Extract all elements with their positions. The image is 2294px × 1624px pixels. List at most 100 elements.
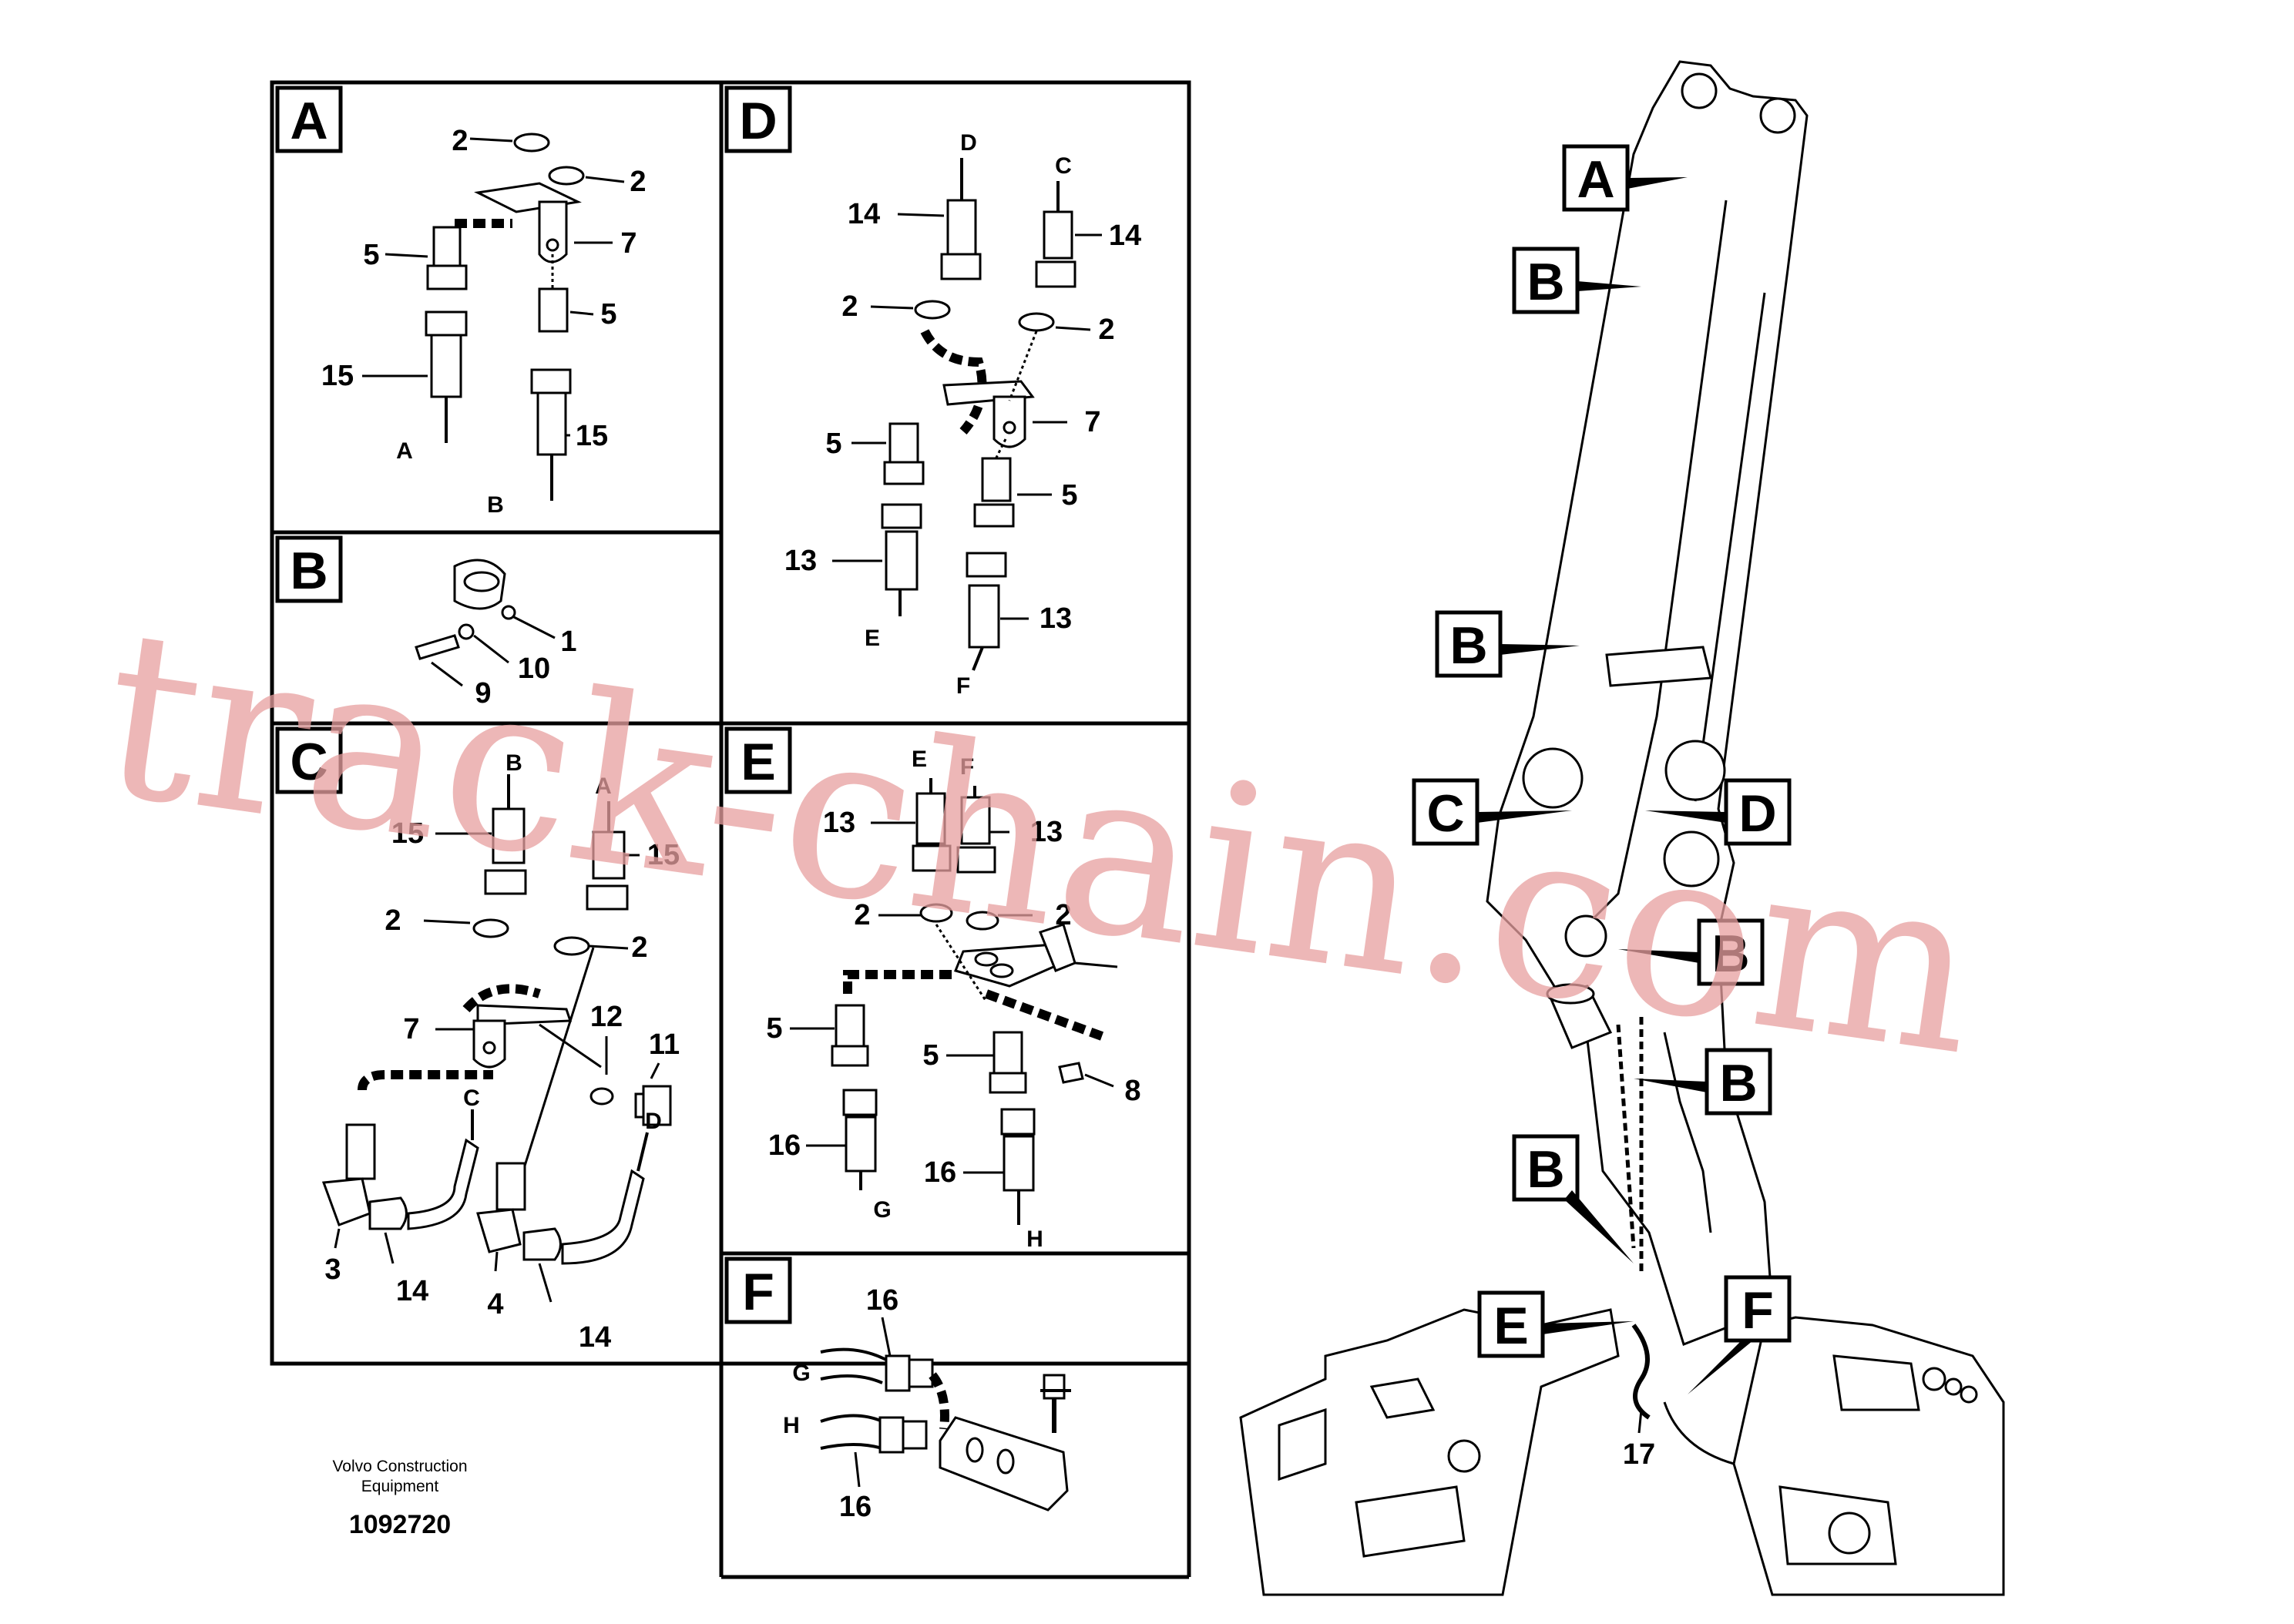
callout-A-5b: 5 <box>600 298 616 331</box>
overview-tag-A: A <box>1562 144 1688 212</box>
callout-A-15a: 15 <box>321 360 354 392</box>
callout-D-5b: 5 <box>1061 479 1077 512</box>
overview-tag-F: F <box>1688 1275 1792 1394</box>
callout-C-2b: 2 <box>631 931 647 964</box>
panel-D-callouts <box>832 213 1102 620</box>
callout-D-13b: 13 <box>1040 602 1072 635</box>
callout-D-13a: 13 <box>784 545 817 577</box>
excavator-boom-drawing <box>1239 60 2005 1596</box>
callout-C-15b: 15 <box>647 839 680 871</box>
panel-label-C-text: C <box>290 733 327 791</box>
panel-label-F-text: F <box>742 1263 774 1321</box>
callout-overview-17: 17 <box>1623 1438 1655 1471</box>
callout-D-2a: 2 <box>841 290 858 323</box>
callout-E-13a: 13 <box>823 807 855 839</box>
overview-tag-D: D <box>1645 778 1792 846</box>
end-E-E: E <box>912 747 927 772</box>
overview-tag-B5-text: B <box>1527 1140 1564 1199</box>
overview-tag-B4-text: B <box>1719 1054 1757 1112</box>
panel-label-B: B <box>275 535 343 603</box>
overview-tag-C: C <box>1412 778 1572 846</box>
overview-tag-B3-text: B <box>1711 924 1749 983</box>
panel-C-callouts <box>334 832 660 1303</box>
panel-F-drawing <box>820 1347 1071 1512</box>
end-C-C: C <box>463 1085 480 1111</box>
overview-tag-E-text: E <box>1493 1297 1528 1355</box>
overview-tag-E: E <box>1477 1290 1634 1358</box>
overview-tag-B1-text: B <box>1527 253 1564 311</box>
panel-E-drawing <box>831 778 1104 1225</box>
callout-A-5a: 5 <box>363 239 379 271</box>
callout-C-11: 11 <box>649 1028 680 1061</box>
overview-tag-B2: B <box>1435 610 1580 678</box>
end-D-C: C <box>1055 153 1072 179</box>
callout-E-2a: 2 <box>854 899 870 931</box>
overview-tag-B3: B <box>1618 918 1765 986</box>
callout-D-14b: 14 <box>1109 220 1141 252</box>
end-C-D: D <box>645 1109 662 1134</box>
panel-B-drawing <box>415 559 556 687</box>
callout-B-10: 10 <box>518 653 550 685</box>
callout-C-15a: 15 <box>391 817 424 850</box>
end-C-B: B <box>505 750 522 776</box>
end-E-G: G <box>873 1197 891 1223</box>
panel-label-D: D <box>724 86 792 153</box>
overview-tag-B2-text: B <box>1449 616 1487 675</box>
end-D-D: D <box>960 130 977 156</box>
overview-tag-C-text: C <box>1426 784 1464 843</box>
callout-A-2a: 2 <box>452 125 468 157</box>
callout-A-2b: 2 <box>630 166 646 198</box>
callout-E-16b: 16 <box>924 1156 956 1189</box>
callout-B-1: 1 <box>560 626 576 658</box>
end-D-F: F <box>956 673 970 699</box>
panel-label-A: A <box>275 86 343 153</box>
overview-tag-F-text: F <box>1741 1281 1774 1340</box>
overview-tag-B4: B <box>1634 1048 1772 1116</box>
callout-D-2b: 2 <box>1098 314 1114 346</box>
callout-E-5b: 5 <box>922 1039 939 1072</box>
credit-line-2: Equipment <box>361 1478 439 1495</box>
end-E-H: H <box>1026 1226 1043 1252</box>
overview-tag-D-text: D <box>1738 784 1776 843</box>
panel-label-A-text: A <box>290 92 327 150</box>
panel-D-drawing <box>881 158 1076 671</box>
panel-label-B-text: B <box>290 542 327 600</box>
panel-A-drawing <box>425 133 585 501</box>
callout-C-3: 3 <box>324 1253 341 1286</box>
end-F-H: H <box>783 1413 800 1438</box>
callout-A-7: 7 <box>620 227 636 260</box>
callout-C-2a: 2 <box>385 904 401 937</box>
end-E-F: F <box>960 754 974 780</box>
callout-E-16a: 16 <box>768 1129 801 1162</box>
panel-E-callouts <box>790 821 1118 1174</box>
overview-tag-A-text: A <box>1577 150 1614 209</box>
credit-line-1: Volvo Construction <box>332 1458 467 1475</box>
end-F-G: G <box>792 1361 810 1386</box>
callout-C-7: 7 <box>403 1013 419 1045</box>
callout-D-5a: 5 <box>825 428 841 460</box>
callout-C-14a: 14 <box>396 1275 428 1307</box>
callout-C-12: 12 <box>590 1001 623 1033</box>
callout-D-7: 7 <box>1084 406 1100 438</box>
panel-F-callouts <box>854 1317 892 1488</box>
end-D-E: E <box>865 626 880 651</box>
overview-tag-B1: B <box>1512 247 1641 314</box>
callout-E-5a: 5 <box>766 1012 782 1045</box>
panel-label-E: E <box>724 726 792 794</box>
panel-label-C: C <box>275 726 343 794</box>
callout-C-14b: 14 <box>579 1321 611 1354</box>
callout-E-13b: 13 <box>1030 816 1063 848</box>
end-C-A: A <box>595 773 612 799</box>
callout-B-9: 9 <box>475 677 491 710</box>
callout-D-14a: 14 <box>848 198 880 230</box>
callout-E-2b: 2 <box>1055 899 1071 931</box>
panel-A-callouts <box>362 137 625 437</box>
callout-F-16a: 16 <box>866 1284 898 1317</box>
callout-A-15b: 15 <box>576 420 608 452</box>
end-A-B: B <box>487 492 504 518</box>
callout-C-4: 4 <box>487 1288 503 1320</box>
panel-label-D-text: D <box>739 92 777 150</box>
end-A-A: A <box>396 438 413 464</box>
